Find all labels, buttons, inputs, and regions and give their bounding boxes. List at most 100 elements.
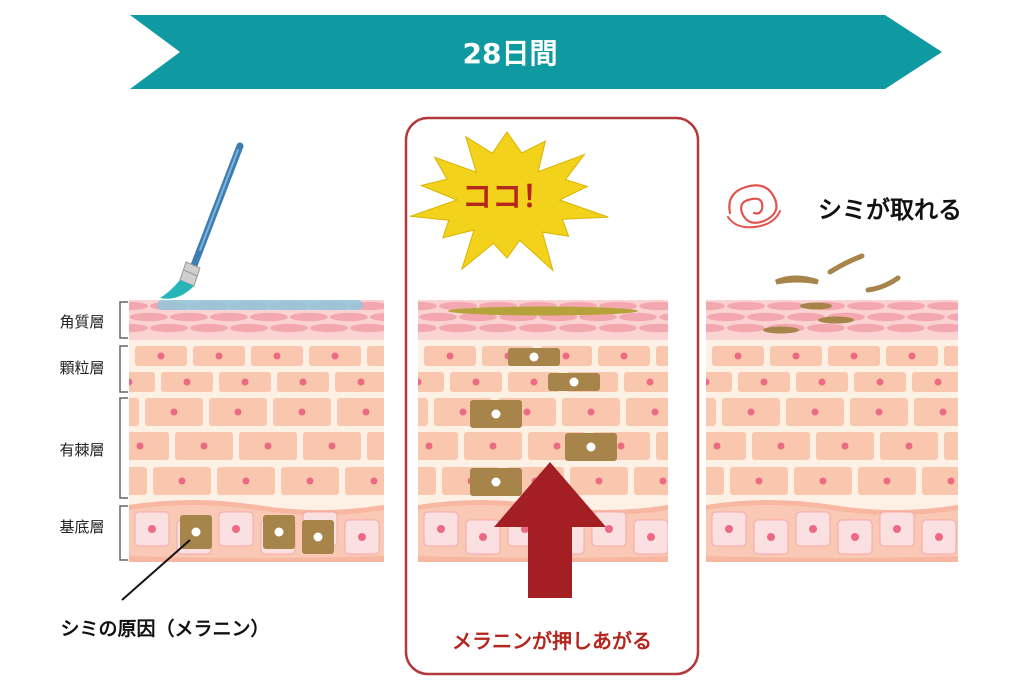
cell-nucleus: [595, 477, 603, 485]
corneum-cell: [927, 323, 958, 333]
cell-nucleus: [819, 477, 827, 485]
cell-nucleus: [241, 378, 249, 386]
melanin-surface-band: [448, 306, 638, 316]
basal-nucleus: [809, 525, 817, 533]
serum-layer: [157, 300, 363, 310]
cell-nucleus: [136, 442, 144, 450]
here-label: ココ！: [462, 180, 552, 215]
melanin-flake: [818, 316, 854, 324]
cell-nucleus: [841, 442, 849, 450]
corneum-cell: [727, 323, 765, 333]
corneum-cell: [599, 323, 637, 333]
cell-nucleus: [677, 353, 684, 360]
corneum-cell: [419, 312, 457, 322]
cell-nucleus: [390, 353, 397, 360]
cell-nucleus: [328, 442, 336, 450]
cell-nucleus: [129, 378, 133, 386]
melanin-nucleus: [313, 532, 323, 542]
corneum-cell: [707, 312, 745, 322]
layer-label-spinous: 有棘層: [59, 441, 104, 459]
skin-cell: [1002, 346, 1024, 366]
corneum-cell: [290, 312, 328, 322]
skin-cell: [944, 432, 958, 460]
cell-nucleus: [357, 378, 365, 386]
cell-nucleus: [264, 442, 272, 450]
cell-nucleus: [389, 353, 396, 360]
cell-nucleus: [967, 353, 974, 360]
cell-nucleus: [393, 443, 400, 450]
cell-nucleus: [362, 408, 370, 416]
cell-nucleus: [530, 378, 538, 386]
cell-nucleus: [157, 352, 165, 360]
layer-label-corneum: 角質層: [59, 313, 104, 331]
corneum-cell: [559, 323, 597, 333]
cell-nucleus: [299, 378, 307, 386]
melanin-nucleus: [586, 442, 596, 452]
corneum-cell: [459, 312, 497, 322]
cell-nucleus: [682, 443, 689, 450]
corneum-cell: [967, 324, 1005, 332]
cell-nucleus: [713, 442, 721, 450]
skin-panel-before: [107, 300, 400, 562]
corneum-cell: [370, 312, 384, 322]
cell-nucleus: [875, 408, 883, 416]
corneum-cell: [747, 312, 785, 322]
cell-nucleus: [183, 378, 191, 386]
corneum-cell: [479, 323, 517, 333]
corneum-cell: [887, 301, 925, 311]
bracket-granular: [119, 345, 128, 393]
cell-nucleus: [947, 477, 955, 485]
skin-panel-after: [677, 300, 1024, 562]
melanin-nucleus: [491, 409, 501, 419]
corneum-cell: [787, 312, 825, 322]
skin-cell: [418, 398, 428, 426]
basal-nucleus: [725, 525, 733, 533]
corneum-cell: [210, 312, 248, 322]
banner-arrow: [130, 15, 942, 89]
layer-label-granular: 顆粒層: [59, 359, 104, 377]
cell-nucleus: [459, 408, 467, 416]
cell-nucleus: [617, 442, 625, 450]
corneum-cell: [230, 323, 268, 333]
cell-nucleus: [777, 442, 785, 450]
cell-nucleus: [215, 352, 223, 360]
cell-nucleus: [425, 442, 433, 450]
basal-nucleus: [148, 525, 156, 533]
cell-nucleus: [792, 352, 800, 360]
cell-nucleus: [107, 409, 114, 416]
skin-cell: [129, 432, 169, 460]
cell-nucleus: [734, 352, 742, 360]
skin-cell: [367, 432, 384, 460]
cause-label: シミの原因（メラニン）: [60, 617, 269, 640]
corneum-cell: [907, 312, 945, 322]
corneum-cell: [727, 301, 765, 311]
corneum-cell: [659, 313, 668, 321]
starburst-icon: ココ！: [410, 131, 609, 273]
cell-nucleus: [562, 352, 570, 360]
corneum-cell: [639, 323, 668, 333]
skin-cell: [129, 467, 147, 495]
corneum-cell: [639, 301, 668, 311]
skin-cell: [706, 398, 716, 426]
skin-cell: [656, 432, 668, 460]
cell-nucleus: [651, 408, 659, 416]
basal-nucleus: [767, 533, 775, 541]
skin-cell: [418, 372, 444, 392]
basal-nucleus: [893, 525, 901, 533]
basal-nucleus: [935, 533, 943, 541]
corneum-cell: [330, 312, 368, 322]
layer-label-basal: 基底層: [59, 518, 104, 536]
cell-nucleus: [489, 442, 497, 450]
skin-cell: [634, 467, 668, 495]
skin-cell: [337, 398, 384, 426]
cell-nucleus: [472, 378, 480, 386]
corneum-cell: [418, 301, 437, 311]
melanin-nucleus: [274, 527, 284, 537]
skin-cell: [1008, 432, 1024, 460]
basal-nucleus: [479, 533, 487, 541]
cell-nucleus: [553, 442, 561, 450]
cell-nucleus: [659, 477, 667, 485]
cell-nucleus: [234, 408, 242, 416]
corneum-cell: [619, 312, 657, 322]
